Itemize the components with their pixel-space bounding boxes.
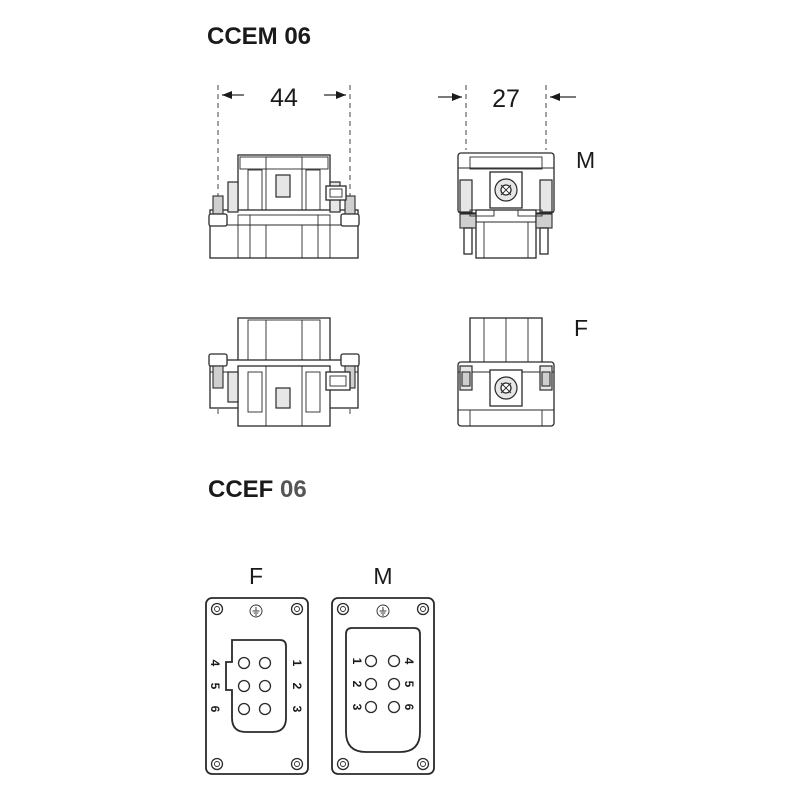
pin-hole-icon xyxy=(237,679,251,693)
bottom-model-title: CCEF 06 xyxy=(208,476,307,503)
screw-icon xyxy=(336,602,350,616)
screw-icon xyxy=(336,757,350,771)
pin-number: 5 xyxy=(402,681,416,688)
screw-icon xyxy=(416,602,430,616)
pin-number: 2 xyxy=(350,681,364,688)
top-model-title: CCEM 06 xyxy=(207,23,311,50)
male-side-view xyxy=(457,152,555,259)
pin-number: 6 xyxy=(402,704,416,711)
pin-number: 2 xyxy=(290,683,304,690)
bottom-model-number: 06 xyxy=(280,476,307,503)
pin-hole-icon xyxy=(237,702,251,716)
male-face-view: 1 2 3 4 5 6 xyxy=(331,597,435,775)
male-pin-numbers-right: 4 5 6 xyxy=(402,658,416,711)
male-pin-numbers-left: 1 2 3 xyxy=(350,658,364,711)
pin-number: 6 xyxy=(208,706,222,713)
earth-ground-icon xyxy=(376,604,390,618)
pin-hole-icon xyxy=(364,654,378,668)
pin-hole-icon xyxy=(258,656,272,670)
pin-hole-icon xyxy=(364,700,378,714)
pin-number: 4 xyxy=(208,660,222,667)
earth-ground-icon xyxy=(249,604,263,618)
side-label-male: M xyxy=(576,147,595,173)
pin-hole-icon xyxy=(387,700,401,714)
pin-number: 4 xyxy=(402,658,416,665)
pin-hole-icon xyxy=(387,677,401,691)
pin-hole-icon xyxy=(364,677,378,691)
face-label-female: F xyxy=(249,563,263,589)
pin-hole-icon xyxy=(258,679,272,693)
pin-number: 1 xyxy=(350,658,364,665)
screw-icon xyxy=(210,757,224,771)
screw-icon xyxy=(210,602,224,616)
screw-icon xyxy=(416,757,430,771)
pin-hole-icon xyxy=(237,656,251,670)
female-front-view xyxy=(208,317,360,427)
screw-icon xyxy=(290,757,304,771)
width-value: 44 xyxy=(270,84,298,112)
screw-icon xyxy=(290,602,304,616)
pin-hole-icon xyxy=(258,702,272,716)
female-face-view: 4 5 6 1 2 3 xyxy=(205,597,309,775)
pin-number: 1 xyxy=(290,660,304,667)
depth-dimension: 27 xyxy=(438,85,576,150)
female-pin-numbers-left: 4 5 6 xyxy=(208,660,222,713)
face-label-male: M xyxy=(373,563,392,589)
width-dimension: 44 xyxy=(217,84,351,215)
pin-number: 3 xyxy=(290,706,304,713)
pin-hole-icon xyxy=(387,654,401,668)
bottom-model-prefix: CCEF xyxy=(208,476,273,503)
pin-number: 3 xyxy=(350,704,364,711)
female-side-view xyxy=(457,317,555,427)
pin-number: 5 xyxy=(208,683,222,690)
male-front-view xyxy=(208,154,360,259)
female-pin-numbers-right: 1 2 3 xyxy=(290,660,304,713)
depth-value: 27 xyxy=(492,85,520,113)
side-label-female: F xyxy=(574,315,588,341)
